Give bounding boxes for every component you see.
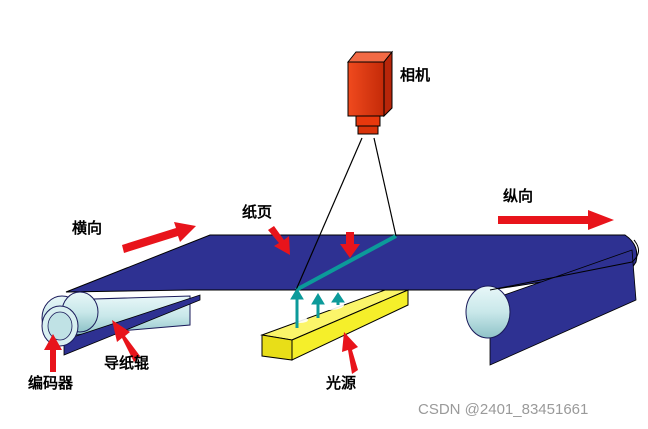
paper-label: 纸页 bbox=[242, 203, 272, 221]
paper-pointer-arrow bbox=[268, 226, 290, 255]
watermark: CSDN @2401_83451661 bbox=[418, 401, 588, 418]
longitudinal-arrow bbox=[498, 210, 614, 230]
light-source-label: 光源 bbox=[325, 374, 356, 392]
right-roller bbox=[465, 285, 511, 339]
guide-roller-label: 导纸辊 bbox=[104, 354, 149, 372]
encoder-label: 编码器 bbox=[28, 374, 74, 392]
light-source-arrow bbox=[342, 332, 358, 374]
camera-label: 相机 bbox=[400, 66, 430, 84]
transverse-label: 横向 bbox=[72, 219, 102, 237]
light-rays bbox=[290, 288, 345, 328]
scan-line bbox=[295, 234, 397, 292]
guide-roller-arrow bbox=[112, 320, 140, 362]
transverse-arrow bbox=[122, 222, 196, 253]
longitudinal-label: 纵向 bbox=[503, 187, 533, 205]
paper-belt-right-drop bbox=[489, 249, 637, 366]
camera-fov-right bbox=[373, 137, 397, 237]
paper-pointer-arrow-2 bbox=[340, 232, 360, 258]
camera-fov-left bbox=[295, 137, 363, 291]
paper-belt-lower-left bbox=[63, 294, 201, 356]
encoder-arrow bbox=[44, 334, 62, 372]
encoder bbox=[41, 291, 99, 347]
camera-icon bbox=[346, 50, 394, 135]
